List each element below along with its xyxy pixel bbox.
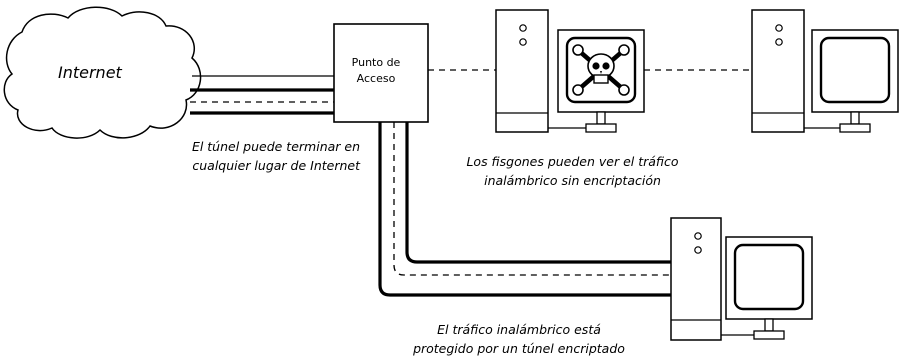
right-neck	[850, 111, 860, 125]
eavesdrop-caption-line-2: inalámbrico sin encriptación	[484, 173, 661, 188]
protected-screen	[733, 243, 805, 311]
attacker-led-2	[519, 38, 527, 46]
eavesdrop-caption: Los fisgones pueden ver el tráfico inalá…	[440, 152, 705, 190]
protected-computer	[670, 217, 813, 341]
attacker-neck	[596, 111, 606, 125]
tunnel-caption-line-1: El túnel puede terminar en	[191, 139, 360, 154]
internet-label: Internet	[58, 63, 122, 82]
tunnel-caption: El túnel puede terminar en cualquier lug…	[158, 137, 360, 175]
protected-led-2	[694, 246, 702, 254]
internet-cloud	[3, 6, 202, 139]
right-led-2	[775, 38, 783, 46]
right-led-1	[775, 24, 783, 32]
right-screen	[819, 36, 891, 104]
protected-neck	[764, 318, 774, 332]
attacker-stand	[585, 123, 617, 133]
tunnel-ap-client-thick-outer	[378, 122, 671, 297]
tunnel-ap-client-thick-inner	[405, 122, 671, 264]
protected-led-1	[694, 232, 702, 240]
eavesdrop-caption-line-1: Los fisgones pueden ver el tráfico	[466, 154, 679, 169]
attacker-led-1	[519, 24, 527, 32]
protected-caption-line-1: El tráfico inalámbrico está	[437, 322, 601, 337]
protected-caption: El tráfico inalámbrico está protegido po…	[384, 320, 654, 358]
access-point-label-line-2: Acceso	[356, 72, 396, 85]
protected-caption-line-2: protegido por un túnel encriptado	[413, 341, 625, 356]
tunnel-ap-client-dashed	[393, 122, 671, 276]
access-point-label: Punto de Acceso	[338, 55, 414, 87]
tunnel-caption-line-2: cualquier lugar de Internet	[192, 158, 360, 173]
right-stand	[839, 123, 871, 133]
attacker-computer	[495, 9, 645, 133]
right-computer	[751, 9, 899, 133]
access-point-label-line-1: Punto de	[351, 56, 401, 69]
access-point-box	[333, 23, 429, 123]
skull-crossed-wrenches-icon	[572, 44, 630, 96]
protected-stand	[753, 330, 785, 340]
